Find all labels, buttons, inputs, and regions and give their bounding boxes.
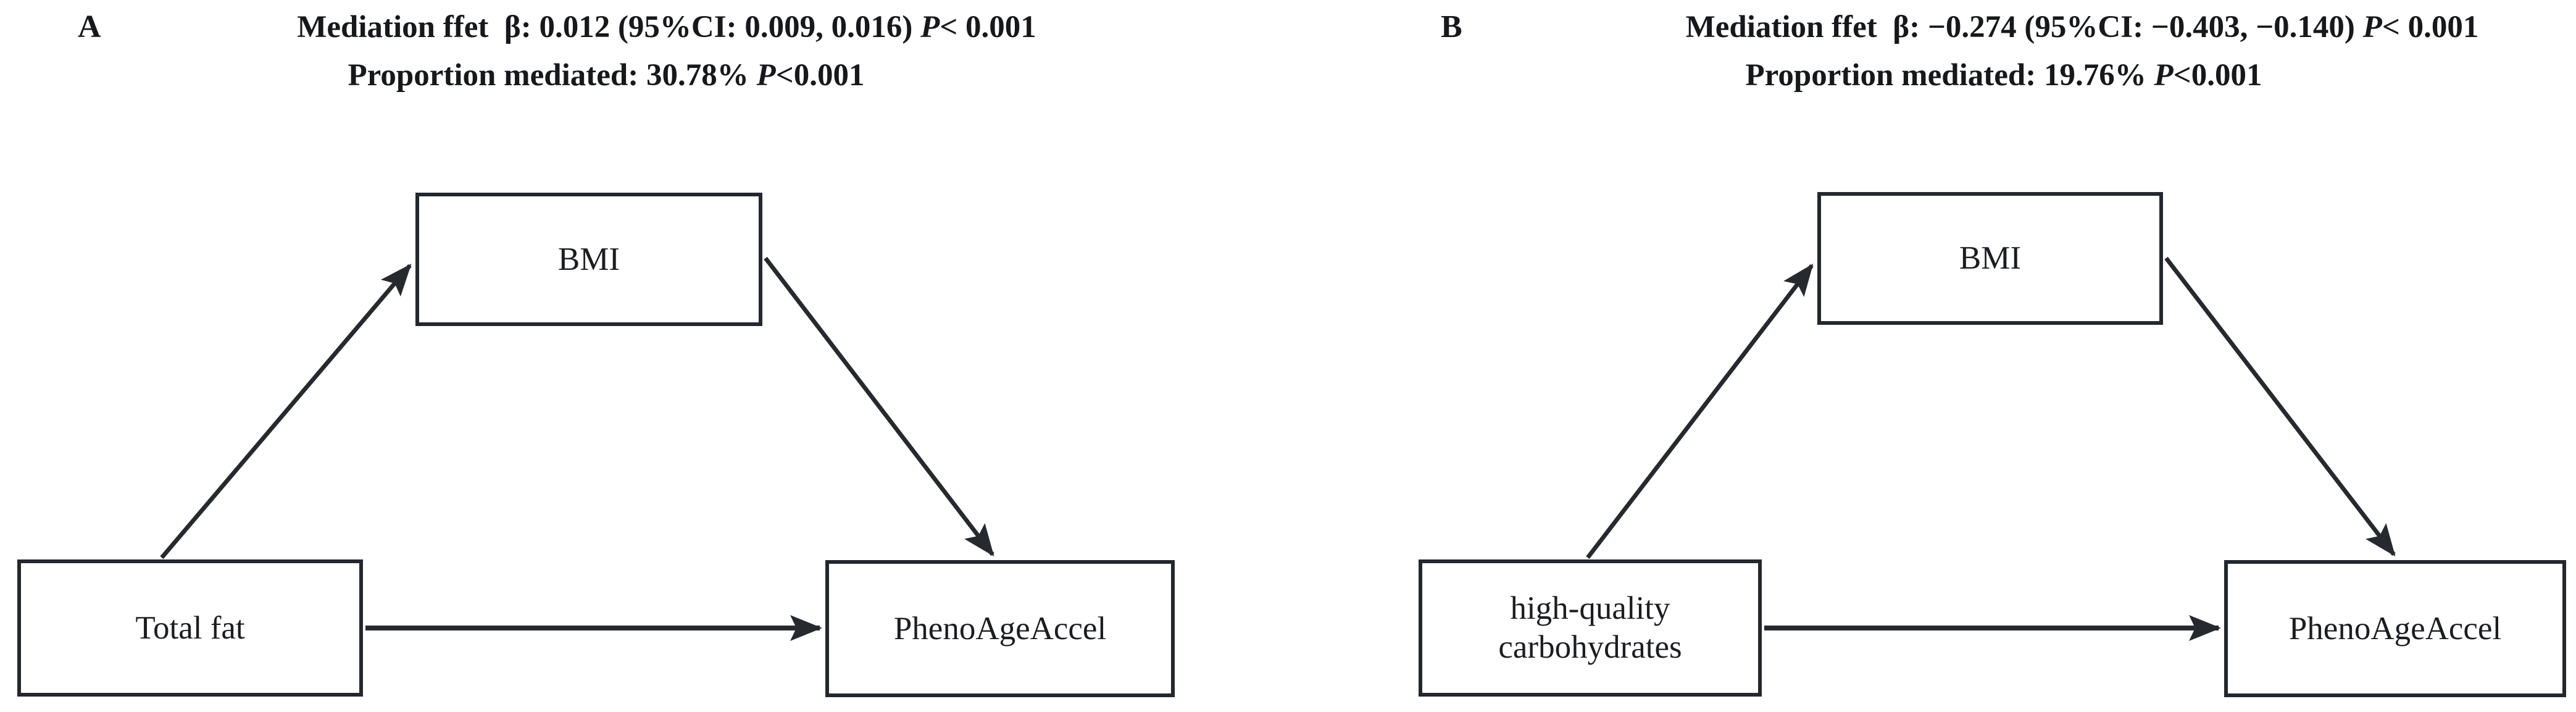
arrow-b-exposure-to-mediator bbox=[1586, 263, 1814, 559]
exposure-node-a: Total fat bbox=[17, 559, 363, 697]
mediator-node-b: BMI bbox=[1817, 192, 2163, 325]
panel-a-effect-line: Mediation ffet β: 0.012 (95%CI: 0.009, 0… bbox=[215, 10, 1119, 44]
panel-a-proportion-text: Proportion mediated: 30.78% bbox=[348, 58, 757, 93]
panel-b-effect-text: Mediation ffet β: −0.274 (95%CI: −0.403,… bbox=[1685, 10, 2363, 44]
panel-b-effect-p-symbol: P bbox=[2362, 10, 2382, 44]
panel-b-proportion-text: Proportion mediated: 19.76% bbox=[1745, 58, 2154, 93]
mediator-node-a-label: BMI bbox=[557, 241, 620, 277]
exposure-node-b: high-quality carbohydrates bbox=[1419, 559, 1762, 697]
panel-b-effect-line: Mediation ffet β: −0.274 (95%CI: −0.403,… bbox=[1603, 10, 2562, 44]
outcome-node-b-label: PhenoAgeAccel bbox=[2288, 610, 2502, 647]
outcome-node-b: PhenoAgeAccel bbox=[2224, 560, 2566, 697]
panel-b-proportion-p-symbol: P bbox=[2154, 58, 2174, 93]
panel-a-effect-text: Mediation ffet β: 0.012 (95%CI: 0.009, 0… bbox=[297, 10, 921, 44]
panel-a-proportion-line: Proportion mediated: 30.78% P<0.001 bbox=[185, 58, 1027, 93]
mediator-node-a: BMI bbox=[415, 193, 762, 326]
panel-a-proportion-p-symbol: P bbox=[756, 58, 776, 93]
exposure-node-a-label: Total fat bbox=[135, 609, 245, 646]
panel-b-proportion-line: Proportion mediated: 19.76% P<0.001 bbox=[1583, 58, 2425, 93]
exposure-node-b-label: high-quality carbohydrates bbox=[1498, 590, 1682, 665]
outcome-node-a-label: PhenoAgeAccel bbox=[893, 610, 1107, 647]
arrow-a-exposure-to-mediator bbox=[160, 263, 412, 559]
panel-b-proportion-p-value: <0.001 bbox=[2173, 58, 2262, 93]
panel-a-proportion-p-value: <0.001 bbox=[775, 58, 865, 93]
panel-b-effect-p-value: < 0.001 bbox=[2382, 10, 2479, 44]
panel-a-label: A bbox=[78, 9, 101, 44]
panel-b-label: B bbox=[1441, 9, 1462, 44]
arrow-a-mediator-to-outcome bbox=[764, 256, 994, 557]
panel-a-effect-p-symbol: P bbox=[920, 10, 940, 44]
mediator-node-b-label: BMI bbox=[1959, 240, 2022, 277]
panel-a-effect-p-value: < 0.001 bbox=[940, 10, 1036, 44]
outcome-node-a: PhenoAgeAccel bbox=[825, 560, 1175, 697]
arrow-b-mediator-to-outcome bbox=[2164, 256, 2396, 557]
